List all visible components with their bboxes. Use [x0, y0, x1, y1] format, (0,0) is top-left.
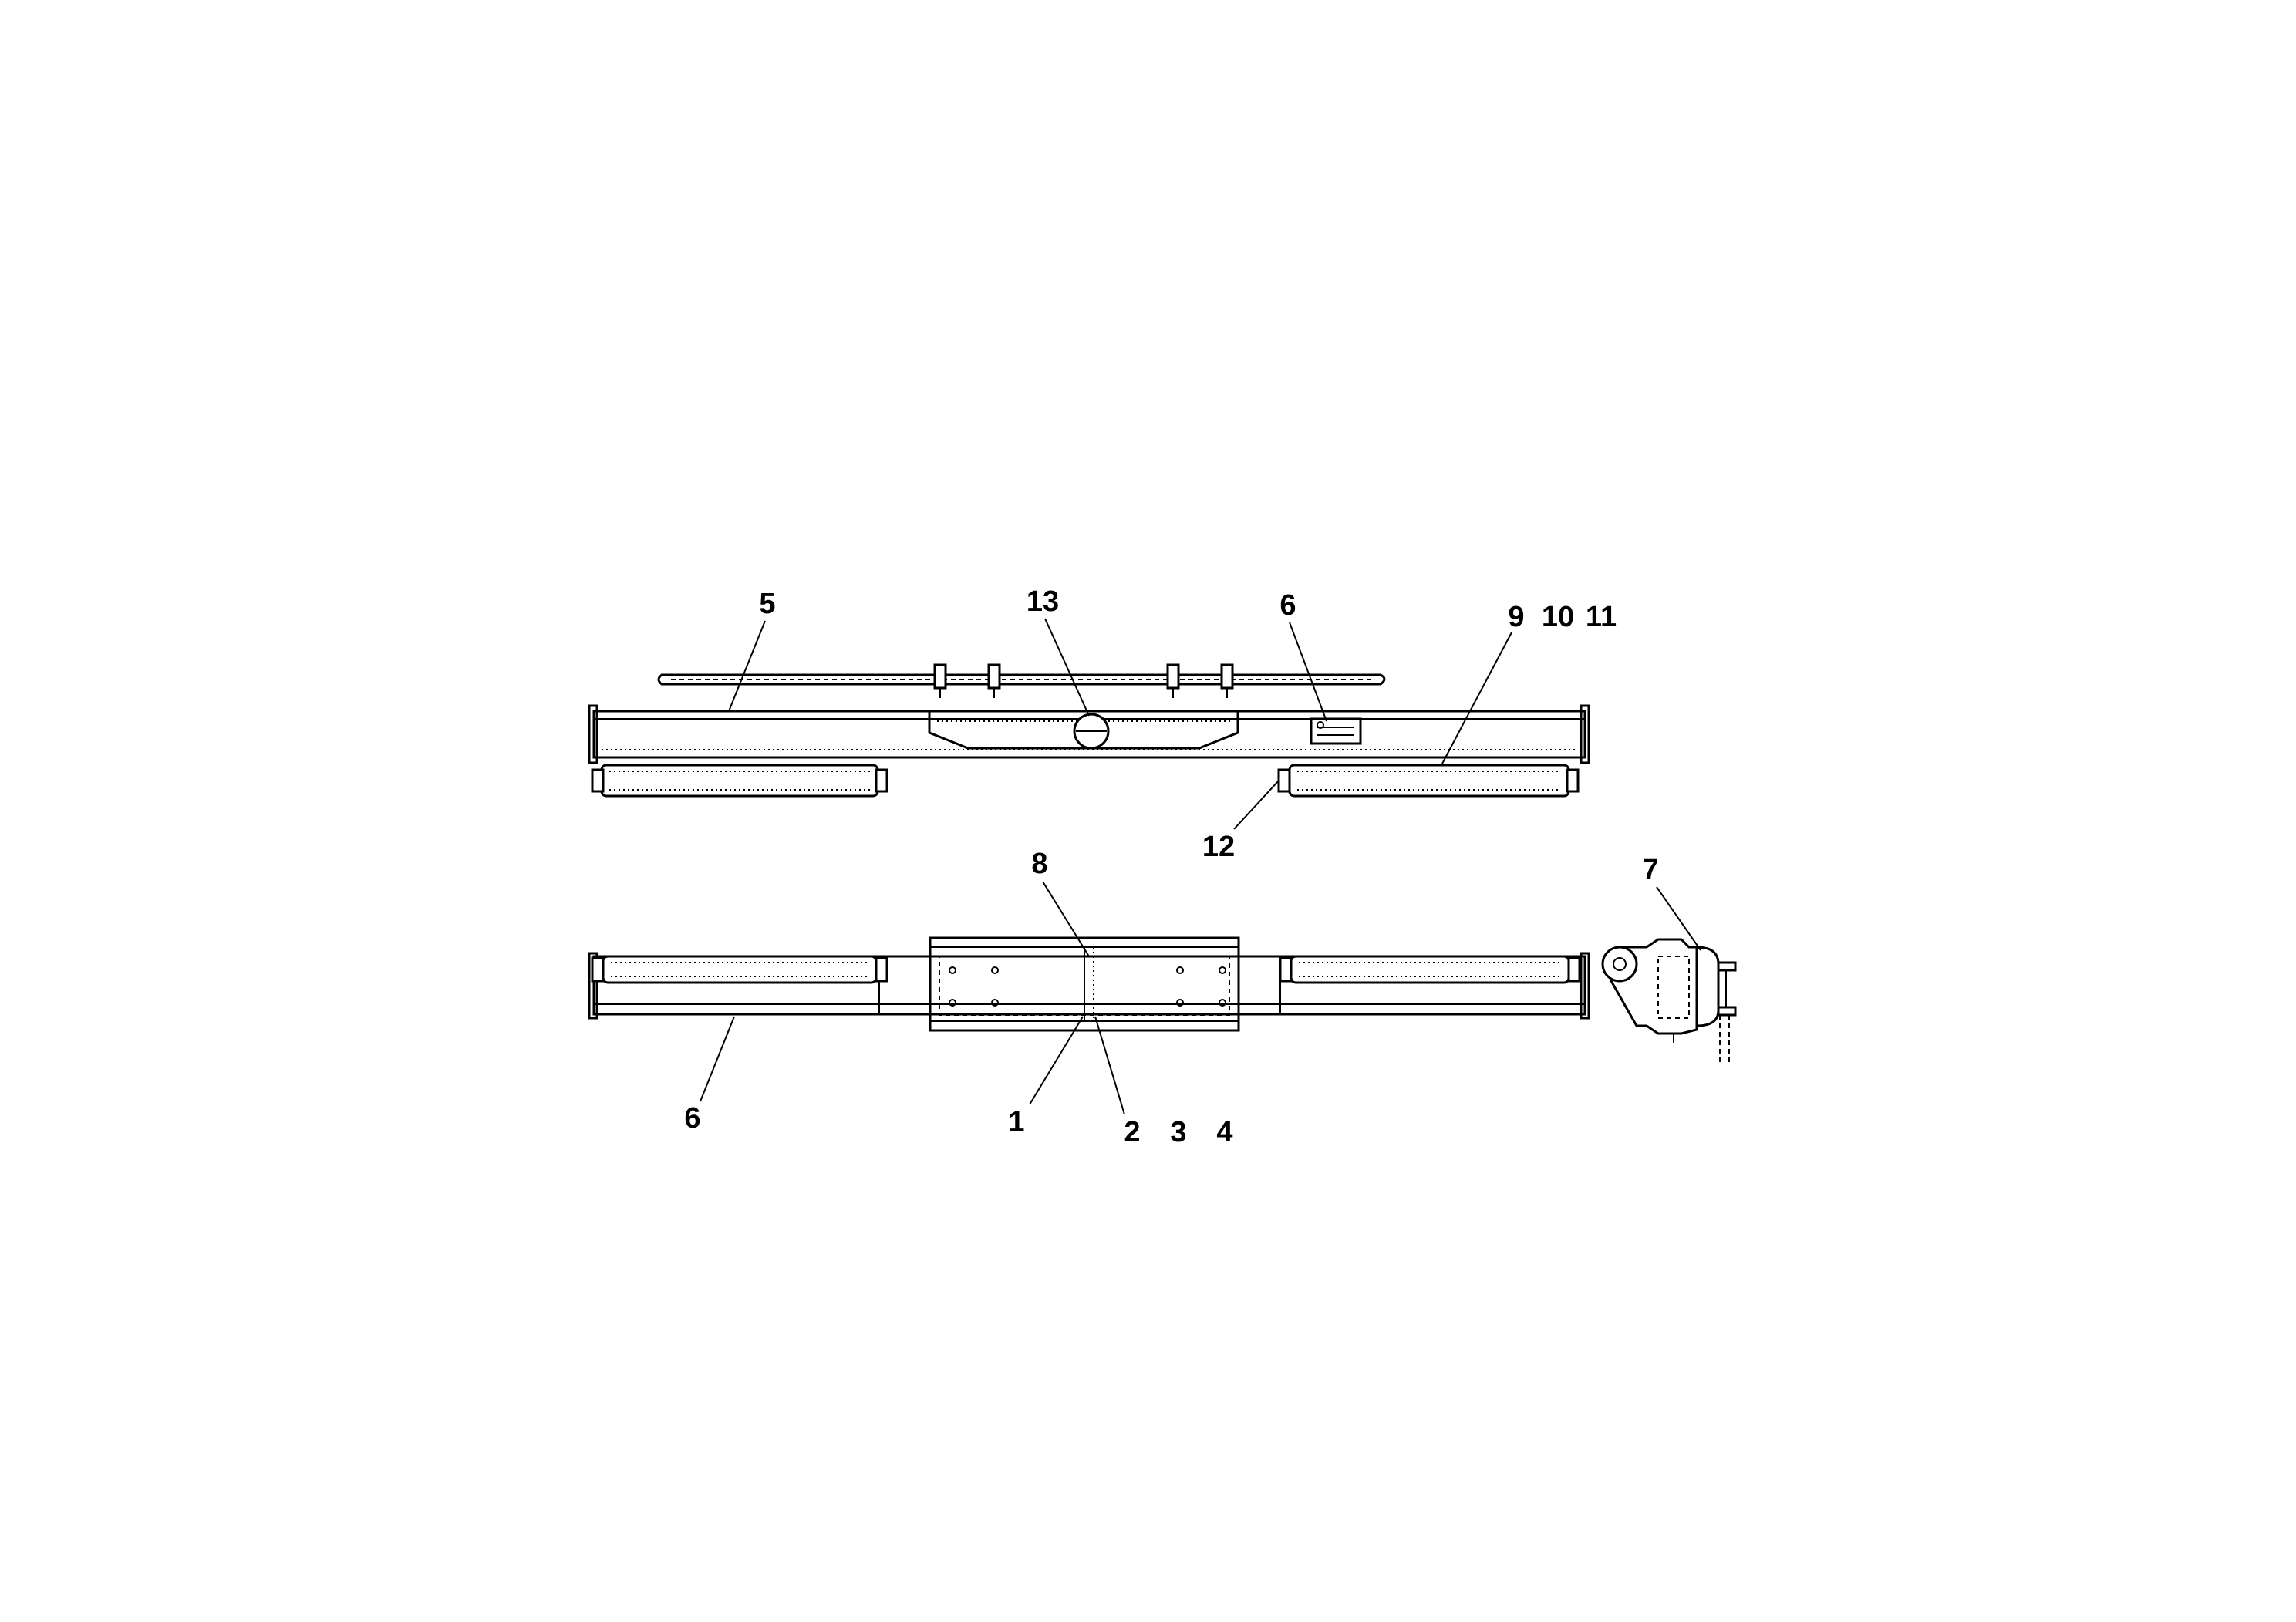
callout-5: 5: [759, 588, 775, 620]
callout-6-top: 6: [1279, 589, 1296, 622]
callout-10: 10: [1542, 601, 1574, 633]
callout-2: 2: [1124, 1116, 1140, 1148]
center-bracket-top: [928, 710, 1239, 750]
top-view-assembly: [588, 663, 1590, 798]
main-beam-bottom: [588, 952, 1590, 1020]
callout-3: 3: [1170, 1116, 1186, 1148]
callout-13: 13: [1027, 585, 1059, 618]
callout-4: 4: [1216, 1116, 1232, 1148]
bottom-view-assembly: [588, 936, 1590, 1032]
callout-7: 7: [1642, 854, 1658, 886]
callout-8: 8: [1031, 848, 1047, 880]
callout-12: 12: [1202, 831, 1235, 863]
nameplate: [1310, 717, 1362, 745]
callouts-bottom: 8 6 1 2 3 4: [684, 848, 1232, 1148]
side-view-detail: [1601, 938, 1737, 1064]
callout-11: 11: [1586, 601, 1617, 633]
roller-left-top: [591, 764, 888, 798]
upper-rod: [657, 673, 1386, 686]
roller-left-bottom: [591, 955, 888, 984]
callout-6-bottom: 6: [684, 1102, 700, 1135]
roller-right-top: [1277, 764, 1580, 798]
callouts-top: 5 13 6 9 10 11 12: [728, 585, 1617, 863]
mounting-bolts-top: [933, 663, 1234, 698]
roller-right-bottom: [1279, 955, 1581, 984]
callout-9: 9: [1508, 601, 1524, 633]
callout-1: 1: [1008, 1106, 1024, 1138]
callouts-side: 7: [1642, 854, 1701, 951]
center-plate-bottom: [929, 936, 1240, 1032]
